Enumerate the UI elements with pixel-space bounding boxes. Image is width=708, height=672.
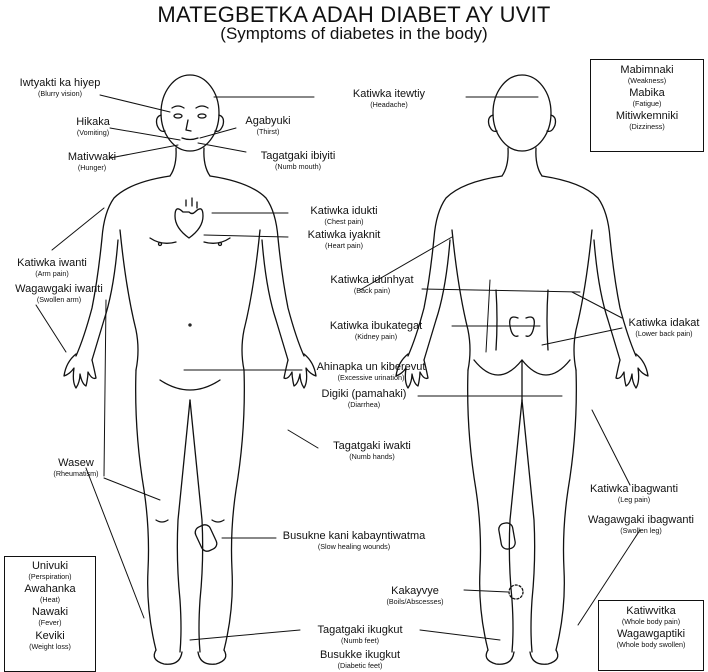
label-numb-hands: Tagatgaki iwakti(Numb hands) bbox=[316, 441, 428, 460]
label-leg-pain: Katiwka ibagwanti(Leg pain) bbox=[578, 484, 690, 503]
label-rheumatism: Wasew(Rheumatism) bbox=[44, 458, 108, 477]
label-boils: Kakayvye(Boils/Abscesses) bbox=[366, 586, 464, 605]
label-lower-back-pain: Katiwka idakat(Lower back pain) bbox=[622, 318, 706, 337]
label-swollen-arm: Wagawgaki iwanti(Swollen arm) bbox=[0, 284, 118, 303]
box-item: Keviki(Weight loss) bbox=[5, 631, 95, 650]
label-headache: Katiwka itewtiy(Headache) bbox=[314, 89, 464, 108]
box-item: Mabika(Fatigue) bbox=[591, 88, 703, 107]
box-item: Univuki(Perspiration) bbox=[5, 561, 95, 580]
box-systemic-symptoms: Univuki(Perspiration) Awahanka(Heat) Naw… bbox=[4, 556, 96, 672]
label-numb-mouth: Tagatgaki ibiyiti(Numb mouth) bbox=[244, 151, 352, 170]
box-item: Mitiwkemniki(Dizziness) bbox=[591, 111, 703, 130]
box-whole-body-symptoms: Katiwvitka(Whole body pain) Wagawgaptiki… bbox=[598, 600, 704, 671]
label-blurry-vision: Iwtyakti ka hiyep(Blurry vision) bbox=[4, 78, 116, 97]
label-diarrhea: Digiki (pamahaki)(Diarrhea) bbox=[308, 389, 420, 408]
label-swollen-leg: Wagawgaki ibagwanti(Swollen leg) bbox=[576, 515, 706, 534]
box-item: Mabimnaki(Weakness) bbox=[591, 65, 703, 84]
label-kidney-pain: Katiwka ibukategat(Kidney pain) bbox=[304, 321, 448, 340]
label-diabetic-feet: Busukke ikugkut(Diabetic feet) bbox=[300, 650, 420, 669]
label-chest-pain: Katiwka idukti(Chest pain) bbox=[290, 206, 398, 225]
box-item: Wagawgaptiki(Whole body swollen) bbox=[599, 629, 703, 648]
label-slow-healing-wounds: Busukne kani kabayntiwatma(Slow healing … bbox=[276, 531, 432, 550]
label-hunger: Mativwaki(Hunger) bbox=[56, 152, 128, 171]
label-heart-pain: Katiwka iyaknit(Heart pain) bbox=[290, 230, 398, 249]
box-item: Nawaki(Fever) bbox=[5, 607, 95, 626]
label-arm-pain: Katiwka iwanti(Arm pain) bbox=[2, 258, 102, 277]
label-excessive-urination: Ahinapka un kiberevut(Excessive urinatio… bbox=[302, 362, 440, 381]
box-item: Awahanka(Heat) bbox=[5, 584, 95, 603]
label-back-pain: Katiwka idunhyat(Back pain) bbox=[318, 275, 426, 294]
label-numb-feet: Tagatgaki ikugkut(Numb feet) bbox=[300, 625, 420, 644]
box-item: Katiwvitka(Whole body pain) bbox=[599, 606, 703, 625]
box-general-symptoms: Mabimnaki(Weakness) Mabika(Fatigue) Miti… bbox=[590, 59, 704, 152]
label-vomiting: Hikaka(Vomiting) bbox=[58, 117, 128, 136]
label-thirst: Agabyuki(Thirst) bbox=[226, 116, 310, 135]
